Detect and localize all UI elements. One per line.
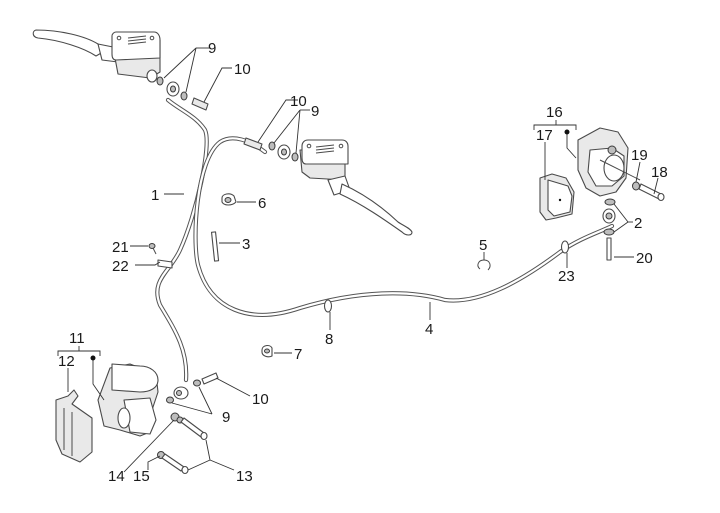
callout-labels: 9 10 10 9 1 6 3 21 22 5 23 4 8 7 16 17 1…: [58, 40, 668, 485]
callout-11[interactable]: 11: [69, 330, 85, 347]
leader-lines: [57, 47, 659, 473]
callout-22[interactable]: 20: [636, 250, 653, 267]
callout-20[interactable]: 21: [112, 239, 129, 256]
rear-banjo-fitting: [602, 198, 616, 261]
callout-14[interactable]: 14: [108, 468, 125, 485]
callout-16[interactable]: 16: [546, 104, 563, 121]
callout-19[interactable]: 19: [631, 147, 648, 164]
guide-ring-8[interactable]: [323, 299, 333, 313]
callout-9[interactable]: 9: [311, 103, 319, 120]
callout-5[interactable]: 5: [479, 237, 487, 254]
callout-13[interactable]: 13: [236, 468, 253, 485]
rear-brake-hose[interactable]: [193, 136, 615, 317]
right-banjo-fitting: [243, 137, 299, 162]
callout-17[interactable]: 17: [536, 127, 553, 144]
rear-caliper-bolt-18[interactable]: [632, 181, 665, 202]
front-banjo-fitting: [166, 372, 219, 404]
callout-10[interactable]: 10: [252, 391, 269, 408]
callout-3[interactable]: 3: [242, 236, 250, 253]
callout-15[interactable]: 15: [133, 468, 150, 485]
left-master-cylinder[interactable]: [111, 31, 161, 83]
callout-6[interactable]: 6: [258, 195, 266, 212]
guide-ring-23[interactable]: [560, 240, 570, 254]
rear-brake-caliper[interactable]: [577, 127, 641, 197]
front-brake-pads[interactable]: [55, 389, 93, 463]
right-brake-lever[interactable]: [327, 175, 413, 236]
callout-8[interactable]: 8: [325, 331, 333, 348]
callout-18[interactable]: 18: [651, 164, 668, 181]
callout-10[interactable]: 10: [290, 93, 307, 110]
right-master-cylinder[interactable]: [299, 139, 349, 181]
callout-21[interactable]: 22: [112, 258, 129, 275]
callout-10[interactable]: 10: [234, 61, 251, 78]
callout-1[interactable]: 1: [151, 187, 159, 204]
callout-23[interactable]: 23: [558, 268, 575, 285]
cable-tie-3[interactable]: [210, 231, 220, 262]
front-brake-caliper[interactable]: [97, 363, 159, 437]
assembly-marker-16: [564, 129, 570, 135]
hose-clamp-7[interactable]: [261, 345, 273, 358]
front-brake-hose[interactable]: [155, 97, 209, 383]
assembly-marker-11: [90, 355, 96, 361]
screw-20[interactable]: [148, 243, 157, 255]
callout-7[interactable]: 7: [294, 346, 302, 363]
left-brake-lever[interactable]: [32, 29, 119, 63]
callout-9[interactable]: 9: [208, 40, 216, 57]
hose-clamp-6[interactable]: [221, 193, 237, 206]
clip-5[interactable]: [477, 259, 491, 271]
front-caliper-bolts-13[interactable]: [157, 412, 208, 475]
callout-12[interactable]: 12: [58, 353, 75, 370]
callout-2[interactable]: 2: [634, 215, 642, 232]
left-banjo-fitting: [156, 76, 209, 111]
callout-9[interactable]: 9: [222, 409, 230, 426]
callout-4[interactable]: 4: [425, 321, 433, 338]
hose-bracket-21[interactable]: [157, 259, 173, 269]
rear-brake-pads[interactable]: [539, 173, 575, 221]
